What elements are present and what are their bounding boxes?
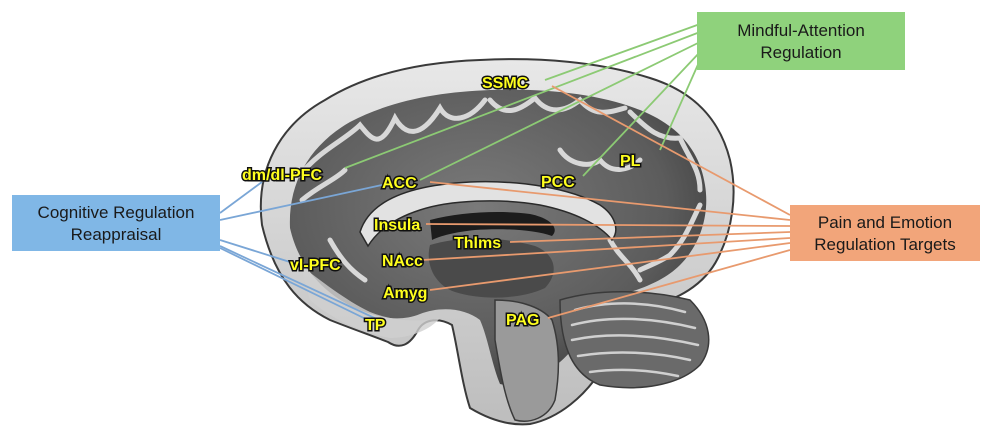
mindful-attention-box: Mindful-Attention Regulation bbox=[697, 12, 905, 70]
mindful-attention-line2: Regulation bbox=[760, 43, 841, 62]
pain-emotion-box: Pain and Emotion Regulation Targets bbox=[790, 205, 980, 261]
region-amyg: Amyg bbox=[383, 285, 427, 302]
region-dm-dl-pfc: dm/dl-PFC bbox=[242, 167, 322, 184]
cognitive-regulation-line1: Cognitive Regulation bbox=[38, 203, 195, 222]
region-vl-pfc: vl-PFC bbox=[290, 257, 341, 274]
pain-emotion-line2: Regulation Targets bbox=[814, 235, 955, 254]
mindful-attention-line1: Mindful-Attention bbox=[737, 21, 865, 40]
region-pcc: PCC bbox=[541, 174, 575, 191]
cerebellum bbox=[560, 292, 709, 388]
pain-emotion-line1: Pain and Emotion bbox=[818, 213, 952, 232]
region-ssmc: SSMC bbox=[482, 75, 529, 92]
region-nacc: NAcc bbox=[382, 253, 423, 270]
region-pl: PL bbox=[620, 153, 641, 170]
region-insula: Insula bbox=[374, 217, 420, 234]
region-tp: TP bbox=[365, 317, 386, 334]
region-pag: PAG bbox=[506, 312, 539, 329]
cognitive-regulation-line2: Reappraisal bbox=[71, 225, 162, 244]
cognitive-line-0 bbox=[220, 182, 262, 213]
cognitive-regulation-box: Cognitive Regulation Reappraisal bbox=[12, 195, 220, 251]
region-thlms: Thlms bbox=[454, 235, 501, 252]
region-acc: ACC bbox=[382, 175, 417, 192]
